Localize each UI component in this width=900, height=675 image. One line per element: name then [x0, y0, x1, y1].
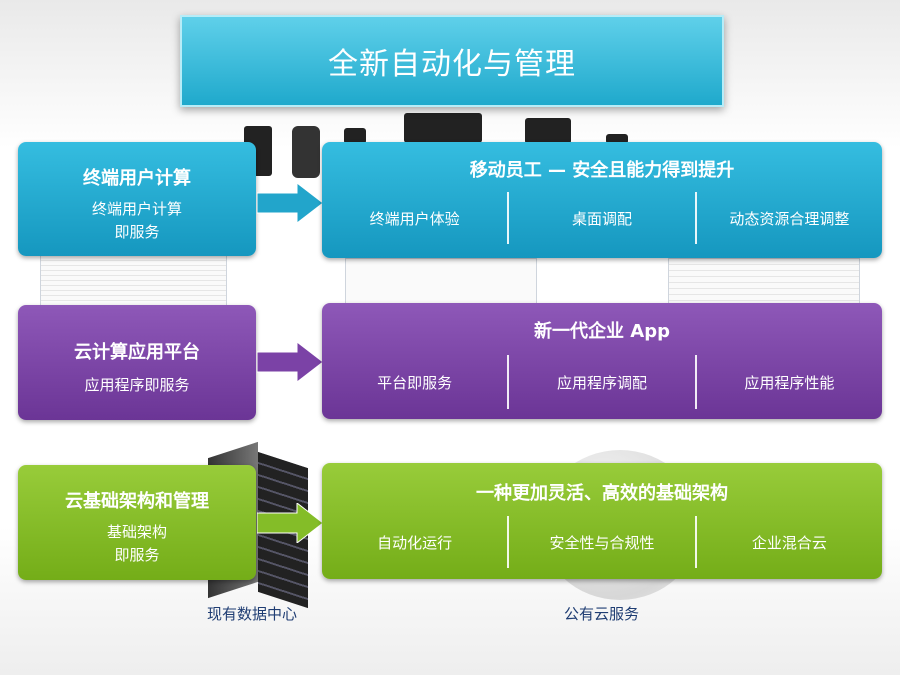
- dashboard-screenshot: [668, 258, 860, 306]
- end-user-computing-sub2: 即服务: [114, 223, 160, 241]
- row3-arrow-icon: [257, 503, 323, 543]
- cell-app-performance: 应用程序性能: [694, 355, 882, 409]
- row1-arrow-icon: [257, 183, 323, 223]
- cloud-infrastructure-title: 云基础架构和管理: [65, 491, 209, 512]
- cloud-infrastructure-box: 云基础架构和管理 基础架构 即服务: [18, 465, 256, 580]
- mobile-workforce-title: 移动员工 — 安全且能力得到提升: [469, 160, 735, 181]
- cloud-app-platform-box: 云计算应用平台 应用程序即服务: [18, 305, 256, 420]
- cloud-app-platform-title: 云计算应用平台: [74, 342, 200, 363]
- cloud-infrastructure-sub1: 基础架构: [106, 523, 167, 541]
- cloud-app-platform-sub1: 应用程序即服务: [84, 376, 190, 394]
- smartphone-device-image: [292, 126, 320, 178]
- end-user-computing-box: 终端用户计算 终端用户计算 即服务: [18, 142, 256, 256]
- cloud-infrastructure-sub2: 即服务: [114, 546, 160, 564]
- cell-desktop-provisioning: 桌面调配: [507, 192, 694, 244]
- handheld-device-image: [606, 134, 628, 144]
- cell-enterprise-hybrid-cloud: 企业混合云: [694, 516, 882, 568]
- ipad-device-image: [525, 118, 571, 144]
- cell-app-provisioning: 应用程序调配: [507, 355, 694, 409]
- datacenter-caption: 现有数据中心: [207, 605, 298, 623]
- end-user-computing-sub1: 终端用户计算: [91, 200, 182, 218]
- cell-automated-operations: 自动化运行: [377, 533, 453, 552]
- next-gen-app-box: 新一代企业 App 平台即服务 应用程序调配 应用程序性能: [322, 303, 882, 419]
- flexible-infrastructure-title: 一种更加灵活、高效的基础架构: [476, 483, 728, 504]
- chart-screenshot: [345, 258, 537, 306]
- cell-security-compliance: 安全性与合规性: [507, 516, 694, 568]
- cell-dynamic-resource-sizing: 动态资源合理调整: [694, 192, 882, 244]
- cell-end-user-experience: 终端用户体验: [369, 209, 460, 228]
- tablet-device-image: [404, 113, 482, 143]
- row2-arrow-icon: [257, 342, 323, 382]
- diagram-title: 全新自动化与管理: [180, 15, 724, 107]
- spreadsheet-screenshot: [40, 255, 227, 307]
- mobile-device-image: [344, 128, 366, 144]
- next-gen-app-title: 新一代企业 App: [534, 321, 670, 342]
- public-cloud-caption: 公有云服务: [564, 605, 640, 623]
- end-user-computing-title: 终端用户计算: [83, 168, 191, 189]
- flexible-infrastructure-box: 一种更加灵活、高效的基础架构 自动化运行 安全性与合规性 企业混合云: [322, 463, 882, 579]
- mobile-workforce-box: 移动员工 — 安全且能力得到提升 终端用户体验 桌面调配 动态资源合理调整: [322, 142, 882, 258]
- cell-platform-as-a-service: 平台即服务: [377, 373, 453, 392]
